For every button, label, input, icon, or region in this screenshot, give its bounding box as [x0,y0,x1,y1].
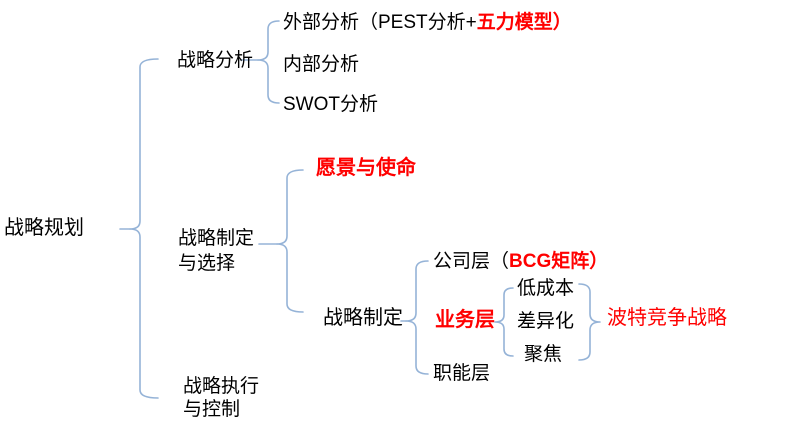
node-corporate-level: 公司层（BCG矩阵） [433,251,608,272]
formulation-selection-line2: 与选择 [178,253,236,274]
execution-control-line1: 战略执行 [183,376,260,397]
node-vision-mission: 愿景与使命 [316,157,416,179]
node-low-cost: 低成本 [517,278,575,299]
node-strategic-planning: 战略规划 [4,217,84,239]
node-internal-analysis: 内部分析 [283,54,360,75]
root-brace [129,58,159,399]
node-swot-analysis: SWOT分析 [283,94,378,115]
external-analysis-text: 外部分析（PEST分析+ [283,12,477,33]
corporate-level-text: 公司层（ [433,251,510,272]
highlight-five-forces: 五力模型） [476,12,572,33]
node-strategic-analysis: 战略分析 [177,50,254,71]
formulation-selection-brace [276,169,304,313]
formulation-brace [405,260,429,375]
node-execution-control: 战略执行 与控制 [183,375,259,421]
node-functional-level: 职能层 [433,363,491,384]
highlight-bcg-matrix: BCG矩阵） [509,251,609,272]
execution-control-line2: 与控制 [183,399,241,420]
node-formulation-selection: 战略制定 与选择 [178,226,254,276]
node-strategy-formulation: 战略制定 [323,307,403,329]
porter-group-brace [578,283,601,361]
node-external-analysis: 外部分析（PEST分析+五力模型） [283,12,572,33]
node-porter-strategy: 波特竞争战略 [607,307,727,329]
analysis-brace [257,20,280,104]
node-focus: 聚焦 [524,344,563,365]
node-differentiation: 差异化 [517,311,575,332]
formulation-selection-line1: 战略制定 [178,228,255,249]
node-business-level: 业务层 [435,309,495,331]
business-brace [494,287,514,357]
